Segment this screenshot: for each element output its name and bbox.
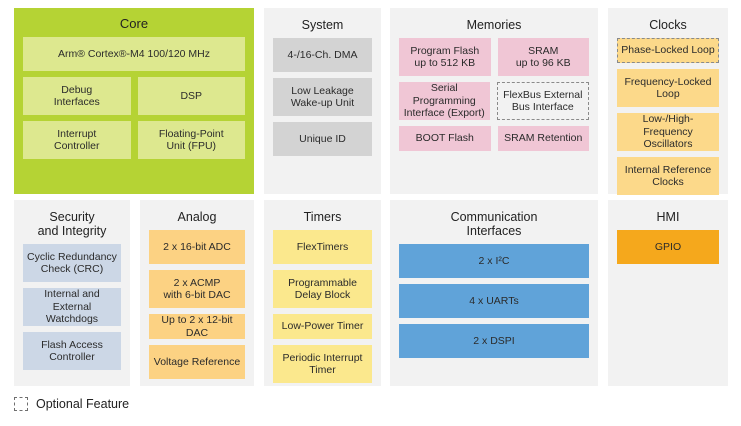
panel-communication-title: Communication Interfaces: [450, 210, 538, 238]
block-voltage-reference[interactable]: Voltage Reference: [149, 345, 245, 379]
timers-row-1: FlexTimers: [273, 230, 372, 264]
block-sram[interactable]: SRAM up to 96 KB: [497, 38, 589, 76]
analog-row-2: 2 x ACMP with 6-bit DAC: [149, 270, 245, 308]
panel-security-blocks: Cyclic Redundancy Check (CRC) Internal a…: [14, 244, 130, 370]
panel-security-title: Security and Integrity: [37, 210, 107, 238]
communication-row-2: 4 x UARTs: [399, 284, 589, 318]
block-low-power-timer[interactable]: Low-Power Timer: [273, 314, 372, 339]
system-row-2: Low Leakage Wake-up Unit: [273, 78, 372, 116]
block-flextimers[interactable]: FlexTimers: [273, 230, 372, 264]
panel-timers-title: Timers: [303, 210, 342, 224]
panel-clocks-blocks: Phase-Locked Loop Frequency-Locked Loop …: [608, 38, 728, 195]
communication-row-1: 2 x I²C: [399, 244, 589, 278]
block-program-flash[interactable]: Program Flash up to 512 KB: [399, 38, 491, 76]
block-sram-retention[interactable]: SRAM Retention: [497, 126, 589, 151]
panel-analog-blocks: 2 x 16-bit ADC 2 x ACMP with 6-bit DAC U…: [140, 230, 254, 379]
block-programmable-delay-block[interactable]: Programmable Delay Block: [273, 270, 372, 308]
panel-core-blocks: Arm® Cortex®-M4 100/120 MHz Debug Interf…: [14, 37, 254, 159]
block-unique-id[interactable]: Unique ID: [273, 122, 372, 156]
panel-hmi-blocks: GPIO: [608, 230, 728, 264]
block-serial-programming-interface[interactable]: Serial Programming Interface (Export): [399, 82, 490, 120]
block-adc[interactable]: 2 x 16-bit ADC: [149, 230, 245, 264]
block-dma[interactable]: 4-/16-Ch. DMA: [273, 38, 372, 72]
timers-row-2: Programmable Delay Block: [273, 270, 372, 308]
panel-timers: Timers FlexTimers Programmable Delay Blo…: [264, 200, 381, 386]
clocks-row-2: Frequency-Locked Loop: [617, 69, 719, 107]
block-phase-locked-loop[interactable]: Phase-Locked Loop: [617, 38, 719, 63]
timers-row-3: Low-Power Timer: [273, 314, 372, 339]
panel-analog-title: Analog: [177, 210, 217, 224]
panel-memories-blocks: Program Flash up to 512 KB SRAM up to 96…: [390, 38, 598, 151]
block-interrupt-controller[interactable]: Interrupt Controller: [23, 121, 131, 159]
legend-label: Optional Feature: [36, 397, 130, 411]
block-arm-cortex-m4[interactable]: Arm® Cortex®-M4 100/120 MHz: [23, 37, 245, 71]
block-debug-interfaces[interactable]: Debug Interfaces: [23, 77, 131, 115]
legend: Optional Feature: [14, 397, 129, 411]
block-dspi[interactable]: 2 x DSPI: [399, 324, 589, 358]
memories-row-3: BOOT Flash SRAM Retention: [399, 126, 589, 151]
block-dac[interactable]: Up to 2 x 12-bit DAC: [149, 314, 245, 339]
block-periodic-interrupt-timer[interactable]: Periodic Interrupt Timer: [273, 345, 372, 383]
panel-security-and-integrity: Security and Integrity Cyclic Redundancy…: [14, 200, 130, 386]
system-row-3: Unique ID: [273, 122, 372, 156]
security-row-3: Flash Access Controller: [23, 332, 121, 370]
block-cyclic-redundancy-check[interactable]: Cyclic Redundancy Check (CRC): [23, 244, 121, 282]
panel-communication-interfaces: Communication Interfaces 2 x I²C 4 x UAR…: [390, 200, 598, 386]
analog-row-1: 2 x 16-bit ADC: [149, 230, 245, 264]
core-row-3: Interrupt Controller Floating-Point Unit…: [23, 121, 245, 159]
block-flexbus-external-bus-interface[interactable]: FlexBus External Bus Interface: [496, 82, 589, 120]
panel-clocks-title: Clocks: [649, 18, 687, 32]
block-frequency-locked-loop[interactable]: Frequency-Locked Loop: [617, 69, 719, 107]
block-gpio[interactable]: GPIO: [617, 230, 719, 264]
analog-row-3: Up to 2 x 12-bit DAC: [149, 314, 245, 339]
panel-system: System 4-/16-Ch. DMA Low Leakage Wake-up…: [264, 8, 381, 194]
clocks-row-1: Phase-Locked Loop: [617, 38, 719, 63]
panel-core: Core Arm® Cortex®-M4 100/120 MHz Debug I…: [14, 8, 254, 194]
panel-communication-blocks: 2 x I²C 4 x UARTs 2 x DSPI: [390, 244, 598, 358]
panel-hmi-title: HMI: [656, 210, 680, 224]
block-uarts[interactable]: 4 x UARTs: [399, 284, 589, 318]
core-row-1: Arm® Cortex®-M4 100/120 MHz: [23, 37, 245, 71]
communication-row-3: 2 x DSPI: [399, 324, 589, 358]
timers-row-4: Periodic Interrupt Timer: [273, 345, 372, 383]
block-low-leakage-wakeup-unit[interactable]: Low Leakage Wake-up Unit: [273, 78, 372, 116]
panel-clocks: Clocks Phase-Locked Loop Frequency-Locke…: [608, 8, 728, 195]
analog-row-4: Voltage Reference: [149, 345, 245, 379]
clocks-row-3: Low-/High- Frequency Oscillators: [617, 113, 719, 151]
block-i2c[interactable]: 2 x I²C: [399, 244, 589, 278]
panel-hmi: HMI GPIO: [608, 200, 728, 386]
block-acmp[interactable]: 2 x ACMP with 6-bit DAC: [149, 270, 245, 308]
block-floating-point-unit[interactable]: Floating-Point Unit (FPU): [137, 121, 245, 159]
panel-memories: Memories Program Flash up to 512 KB SRAM…: [390, 8, 598, 194]
panel-timers-blocks: FlexTimers Programmable Delay Block Low-…: [264, 230, 381, 383]
panel-core-title: Core: [119, 16, 149, 31]
memories-row-2: Serial Programming Interface (Export) Fl…: [399, 82, 589, 120]
block-frequency-oscillators[interactable]: Low-/High- Frequency Oscillators: [617, 113, 719, 151]
panel-system-blocks: 4-/16-Ch. DMA Low Leakage Wake-up Unit U…: [264, 38, 381, 156]
clocks-row-4: Internal Reference Clocks: [617, 157, 719, 195]
memories-row-1: Program Flash up to 512 KB SRAM up to 96…: [399, 38, 589, 76]
optional-feature-swatch-icon: [14, 397, 28, 411]
security-row-1: Cyclic Redundancy Check (CRC): [23, 244, 121, 282]
security-row-2: Internal and External Watchdogs: [23, 288, 121, 326]
system-row-1: 4-/16-Ch. DMA: [273, 38, 372, 72]
block-boot-flash[interactable]: BOOT Flash: [399, 126, 491, 151]
panel-system-title: System: [301, 18, 344, 32]
block-flash-access-controller[interactable]: Flash Access Controller: [23, 332, 121, 370]
panel-memories-title: Memories: [466, 18, 522, 32]
block-watchdogs[interactable]: Internal and External Watchdogs: [23, 288, 121, 326]
block-internal-reference-clocks[interactable]: Internal Reference Clocks: [617, 157, 719, 195]
core-row-2: Debug Interfaces DSP: [23, 77, 245, 115]
panel-analog: Analog 2 x 16-bit ADC 2 x ACMP with 6-bi…: [140, 200, 254, 386]
block-dsp[interactable]: DSP: [137, 77, 245, 115]
hmi-row-1: GPIO: [617, 230, 719, 264]
